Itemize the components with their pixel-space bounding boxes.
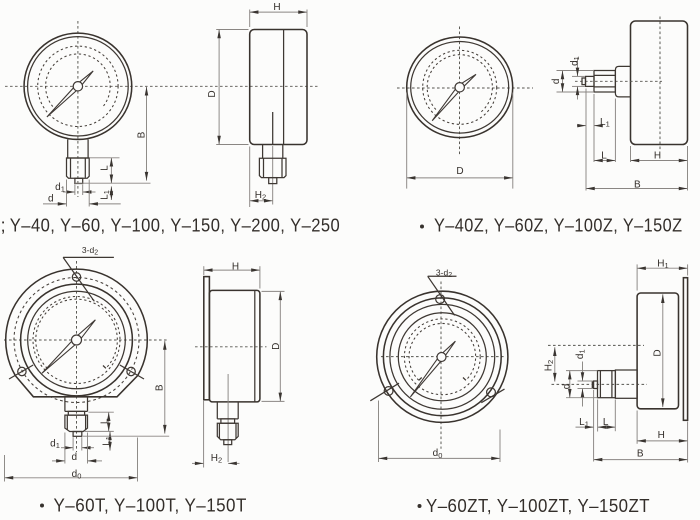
svg-text:B: B [634,180,641,191]
svg-text:L: L [603,417,609,428]
svg-text:D: D [271,343,282,350]
svg-text:d1: d1 [570,56,582,66]
svg-text:3-d2: 3-d2 [436,267,452,279]
svg-text:H: H [658,430,665,441]
svg-text:Y–40, Y–60, Y–100, Y–150, Y–20: Y–40, Y–60, Y–100, Y–150, Y–200, Y–250 [10,215,340,236]
svg-text:d0: d0 [433,448,443,460]
svg-text:L: L [100,165,111,171]
svg-text:B: B [154,384,165,391]
svg-text:H2: H2 [255,190,266,202]
svg-text:B: B [637,449,644,460]
svg-text:d1: d1 [55,182,65,194]
svg-text:Y–60ZT, Y–100ZT, Y–150ZT: Y–60ZT, Y–100ZT, Y–150ZT [426,495,650,516]
svg-text:H: H [273,2,280,13]
svg-text:H: H [654,150,661,161]
svg-text:d: d [48,194,54,205]
svg-text:d0: d0 [72,469,82,481]
svg-text:D: D [652,349,663,356]
svg-text:H: H [232,261,239,272]
svg-text:Y–40Z, Y–60Z, Y–100Z, Y–150Z: Y–40Z, Y–60Z, Y–100Z, Y–150Z [434,215,683,236]
svg-text:d: d [561,384,572,390]
svg-text:L1: L1 [600,117,610,129]
svg-text:H2: H2 [544,360,556,371]
svg-text:L: L [601,150,607,161]
svg-text:d1: d1 [575,349,587,359]
svg-text:;: ; [1,215,7,236]
svg-text:Y–60T, Y–100T, Y–150T: Y–60T, Y–100T, Y–150T [54,494,247,515]
svg-text:D: D [207,90,218,97]
svg-text:d: d [551,79,562,85]
svg-text:D: D [456,166,463,177]
svg-text:H2: H2 [211,453,222,465]
svg-text:L: L [100,418,111,424]
svg-text:3-d2: 3-d2 [82,245,98,257]
svg-text:d1: d1 [50,439,60,451]
svg-text:L1: L1 [99,190,111,200]
svg-text:H1: H1 [657,259,668,271]
svg-text:L1: L1 [101,436,113,446]
svg-text:L1: L1 [579,417,589,429]
svg-text:B: B [136,131,147,138]
svg-text:d: d [72,452,78,463]
